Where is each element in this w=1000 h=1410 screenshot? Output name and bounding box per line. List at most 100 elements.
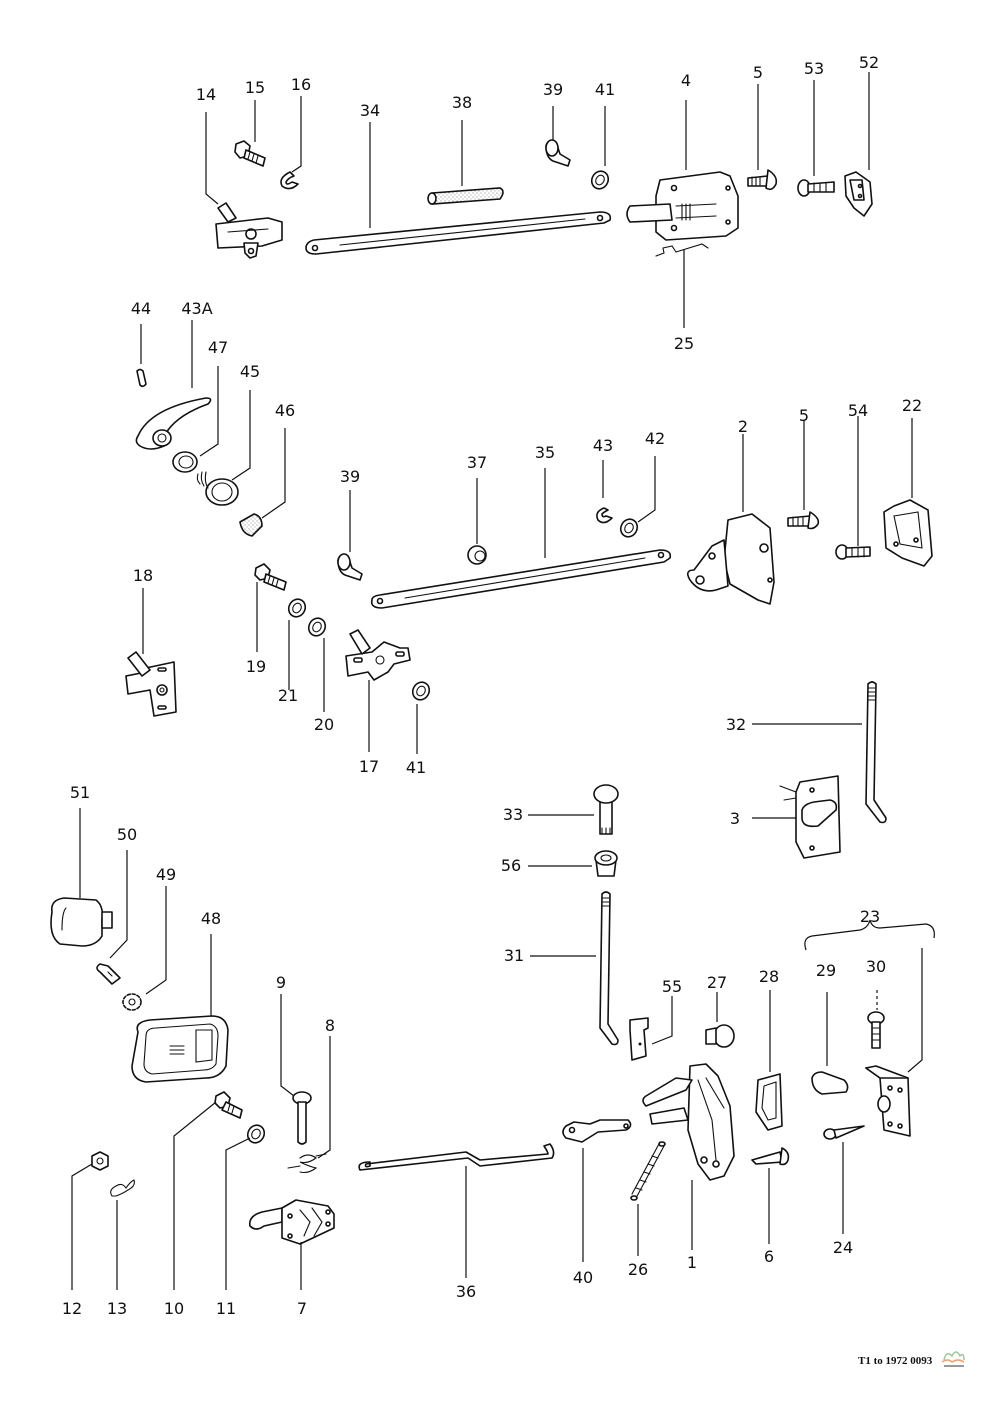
callout-54: 54	[848, 401, 868, 420]
callout-14: 14	[196, 85, 216, 104]
callout-49: 49	[156, 865, 176, 884]
part-28-seal-frame	[755, 1073, 783, 1131]
part-3-remote-lock	[779, 775, 841, 859]
part-13-clip	[110, 1179, 135, 1197]
part-50-screw	[96, 963, 121, 985]
callout-52: 52	[859, 53, 879, 72]
part-41-washer	[590, 170, 610, 190]
callout-51: 51	[70, 783, 90, 802]
callout-7: 7	[297, 1299, 307, 1318]
leader-lines	[71, 72, 935, 1290]
callout-8: 8	[325, 1016, 335, 1035]
part-26-spring	[630, 1141, 666, 1201]
callout-44: 44	[131, 299, 151, 318]
callout-39-top: 39	[543, 80, 563, 99]
part-43A-inner-handle	[135, 397, 212, 450]
callout-24: 24	[833, 1238, 853, 1257]
part-11-washer	[246, 1124, 266, 1144]
part-1-door-lock	[642, 1063, 735, 1181]
part-24-wood-screw	[823, 1125, 865, 1140]
part-25-wire-spring	[655, 243, 709, 257]
part-35-connecting-rod	[370, 549, 672, 609]
callout-30: 30	[866, 957, 886, 976]
callout-33: 33	[503, 805, 523, 824]
callout-13: 13	[107, 1299, 127, 1318]
part-19-bolt	[254, 563, 287, 591]
parts-layer	[50, 139, 933, 1245]
part-47-escutcheon	[172, 451, 198, 473]
callout-6: 6	[764, 1247, 774, 1266]
part-12-hex-nut	[91, 1151, 109, 1171]
part-5-screw	[747, 169, 778, 191]
callout-25: 25	[674, 334, 694, 353]
part-49-lock-washer	[122, 993, 142, 1011]
callout-5-top: 5	[753, 63, 763, 82]
part-29-wedge	[811, 1071, 849, 1095]
part-4-lock-assembly	[626, 171, 739, 241]
part-27-guide	[705, 1024, 735, 1048]
callout-20: 20	[314, 715, 334, 734]
callout-22: 22	[902, 396, 922, 415]
part-15-bolt	[234, 140, 266, 167]
callout-39-mid: 39	[340, 467, 360, 486]
part-39-pivot-pin	[545, 139, 571, 167]
callout-31: 31	[504, 946, 524, 965]
part-34-connecting-rod	[305, 211, 612, 255]
part-45-spring	[196, 471, 239, 506]
callout-27: 27	[707, 973, 727, 992]
callout-43A: 43A	[181, 299, 212, 318]
callout-4: 4	[681, 71, 691, 90]
part-2-lock-body	[686, 513, 775, 605]
watermark-logo-icon	[941, 1351, 965, 1367]
part-5-screw	[787, 511, 820, 530]
callout-37: 37	[467, 453, 487, 472]
callout-41-lower: 41	[406, 758, 426, 777]
callout-56: 56	[501, 856, 521, 875]
callout-29: 29	[816, 961, 836, 980]
callout-43: 43	[593, 436, 613, 455]
callout-47: 47	[208, 338, 228, 357]
callout-36: 36	[456, 1282, 476, 1301]
callout-48: 48	[201, 909, 221, 928]
callout-10: 10	[164, 1299, 184, 1318]
callout-35: 35	[535, 443, 555, 462]
part-41-washer	[411, 681, 431, 701]
callout-11: 11	[216, 1299, 236, 1318]
part-10-bolt	[214, 1091, 243, 1119]
callout-3: 3	[730, 809, 740, 828]
part-22-handle-bezel	[883, 499, 933, 567]
callout-45: 45	[240, 362, 260, 381]
callout-5-mid: 5	[799, 406, 809, 425]
callout-12: 12	[62, 1299, 82, 1318]
callout-26: 26	[628, 1260, 648, 1279]
callout-42: 42	[645, 429, 665, 448]
part-52-cover	[844, 171, 873, 217]
part-42-washer	[619, 518, 639, 538]
part-56-grommet	[594, 850, 618, 877]
callout-55: 55	[662, 977, 682, 996]
part-54-screw	[835, 544, 871, 560]
part-7-striker-catch	[248, 1199, 335, 1245]
callout-19: 19	[246, 657, 266, 676]
callout-32: 32	[726, 715, 746, 734]
part-53-screw	[797, 179, 835, 197]
callout-23: 23	[860, 907, 880, 926]
part-55-rod-clip	[629, 1017, 649, 1061]
part-6-wood-screw	[751, 1147, 790, 1166]
callout-21: 21	[278, 686, 298, 705]
part-23-striker-plate	[865, 1065, 911, 1137]
part-44-pin	[136, 368, 147, 388]
part-21-washer	[287, 598, 307, 618]
part-16-clip	[280, 171, 299, 190]
callout-40: 40	[573, 1268, 593, 1287]
part-9-pin	[292, 1091, 312, 1145]
part-46-felt-plug	[239, 513, 263, 537]
callout-34: 34	[360, 101, 380, 120]
part-38-sleeve	[427, 187, 504, 205]
part-18-latch-plate	[125, 651, 177, 717]
part-36-operating-rod	[358, 1143, 555, 1171]
callout-41-top: 41	[595, 80, 615, 99]
part-17-latch	[345, 629, 411, 681]
part-40-lever	[562, 1119, 632, 1143]
